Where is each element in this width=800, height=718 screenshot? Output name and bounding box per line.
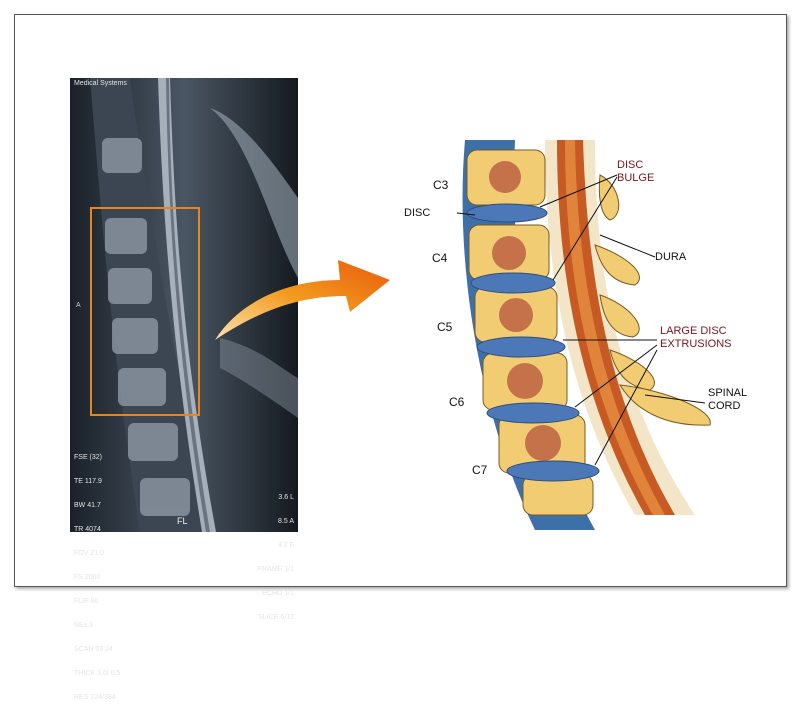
- mri-info-line: SCAN 03:24: [74, 646, 113, 653]
- mri-info-line: TR 4074: [74, 526, 101, 533]
- vertebra-label-c5: C5: [437, 320, 453, 334]
- mri-header-text: Medical Systems: [74, 80, 127, 87]
- mri-info-line: RES 224/384: [74, 694, 116, 701]
- vertebra-label-c4: C4: [432, 251, 448, 265]
- vertebra-label-c6: C6: [449, 395, 465, 409]
- vertebra-label-c3: C3: [433, 178, 449, 192]
- spinal-cord-label: SPINAL CORD: [708, 387, 747, 413]
- mri-orientation-label: A: [76, 302, 81, 309]
- label-line: BULGE: [617, 172, 655, 184]
- mri-info-line: THICK 3.0/ 0.5: [74, 670, 121, 677]
- mri-info-line: FLIP 90: [74, 598, 99, 605]
- vertebra-label-c7: C7: [472, 463, 488, 477]
- label-line: LARGE DISC: [660, 325, 727, 337]
- label-line: CORD: [708, 400, 741, 412]
- label-line: EXTRUSIONS: [660, 338, 732, 350]
- mri-info-line: ECHO 1/1: [262, 590, 294, 597]
- dura-label: DURA: [655, 251, 687, 263]
- disc-label: DISC: [404, 207, 431, 219]
- highlight-box: [90, 207, 200, 416]
- mri-info-line: 8.5 A: [278, 518, 294, 525]
- mri-bottom-label: FL: [177, 516, 188, 526]
- cervical-spine-illustration: [456, 140, 711, 530]
- mri-info-line: TE 117.9: [74, 478, 102, 485]
- mri-info-line: SLICE 6/12: [258, 614, 294, 621]
- label-line: DISC: [617, 159, 644, 171]
- mri-info-line: 4.2 F: [278, 542, 294, 549]
- mri-info-line: FRAME 1/1: [257, 566, 294, 573]
- mri-info-line: 3.6 L: [278, 494, 294, 501]
- label-line: SPINAL: [708, 387, 748, 399]
- disc-bulge-label: DISC BULGE: [617, 159, 654, 185]
- mri-info-line: FOV 21.0: [74, 550, 104, 557]
- mri-right-info: 3.6 L 8.5 A 4.2 F FRAME 1/1 ECHO 1/1 SLI…: [258, 478, 294, 638]
- mri-info-line: NEx 3: [74, 622, 94, 629]
- orange-arrow-icon: [215, 260, 390, 340]
- mri-info-line: BW 41.7: [74, 502, 101, 509]
- large-disc-extrusions-label: LARGE DISC EXTRUSIONS: [660, 325, 732, 351]
- mri-sequence-info: FSE (32) TE 117.9 BW 41.7 TR 4074 FOV 21…: [74, 438, 120, 718]
- mri-info-line: FS 2000: [74, 574, 101, 581]
- mri-info-line: FSE (32): [74, 454, 103, 461]
